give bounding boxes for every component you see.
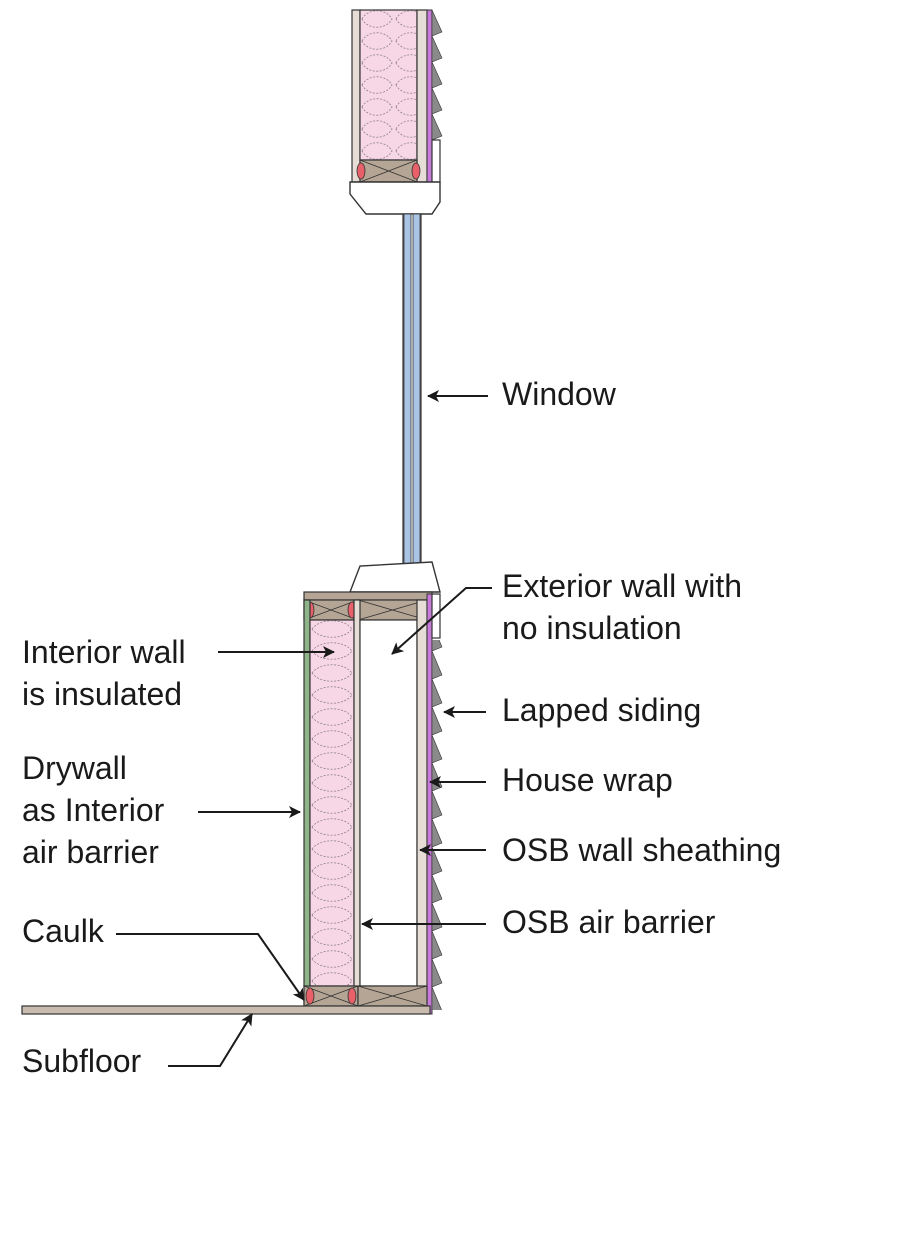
top-plate-cap (303, 591, 433, 601)
leader-subfloor (168, 1013, 253, 1067)
top-plate-interior-cross (303, 599, 359, 621)
house-wrap-layer (426, 593, 433, 1015)
top-plate-exterior-cross (357, 599, 428, 621)
upper-drywall (351, 9, 361, 183)
window-pane-left (403, 213, 412, 565)
label-osb-air-barrier: OSB air barrier (502, 904, 716, 940)
window-head-trim (349, 181, 441, 215)
leader-exterior-wall (391, 587, 492, 655)
upper-caulk-left (356, 162, 366, 180)
label-lapped-siding: Lapped siding (502, 692, 701, 728)
upper-sheathing (416, 9, 428, 183)
label-caulk: Caulk (22, 913, 105, 949)
leader-caulk (116, 933, 305, 1001)
bottom-plate-exterior-cross (357, 985, 428, 1007)
osb-sheathing-layer (416, 599, 428, 1007)
window-pane-right (412, 213, 421, 565)
labels: Window Exterior wall with no insulation … (22, 376, 781, 1079)
leader-lines (116, 390, 492, 1067)
label-drywall-line3: air barrier (22, 834, 159, 870)
label-window: Window (502, 376, 617, 412)
drywall-layer (303, 599, 311, 1007)
upper-trim (431, 139, 441, 183)
label-drywall-line1: Drywall (22, 750, 127, 786)
lower-wall-section (303, 591, 444, 1015)
label-subfloor: Subfloor (22, 1043, 142, 1079)
osb-air-barrier-layer (353, 599, 361, 1007)
label-exterior-wall-line1: Exterior wall with (502, 568, 742, 604)
upper-siding (432, 10, 444, 140)
window-sill (348, 561, 441, 593)
window-glazing (402, 213, 422, 565)
caulk-bottom-right (347, 987, 357, 1005)
upper-house-wrap (426, 9, 433, 183)
subfloor-layer (21, 1005, 431, 1015)
bottom-plate-interior-cross (303, 985, 359, 1007)
label-drywall-line2: as Interior (22, 792, 165, 828)
label-exterior-wall-line2: no insulation (502, 610, 682, 646)
upper-caulk-right (411, 162, 421, 180)
upper-insulation-pattern (360, 10, 417, 160)
label-osb-sheathing: OSB wall sheathing (502, 832, 781, 868)
label-interior-wall-line2: is insulated (22, 676, 182, 712)
interior-insulation-pattern (310, 620, 354, 986)
label-house-wrap: House wrap (502, 762, 673, 798)
upper-wall-section (349, 9, 444, 215)
exterior-cavity (359, 619, 418, 987)
label-interior-wall-line1: Interior wall (22, 634, 186, 670)
upper-plate-cross (359, 159, 418, 183)
caulk-bottom-left (305, 987, 315, 1005)
lapped-siding-layer (432, 640, 444, 1010)
